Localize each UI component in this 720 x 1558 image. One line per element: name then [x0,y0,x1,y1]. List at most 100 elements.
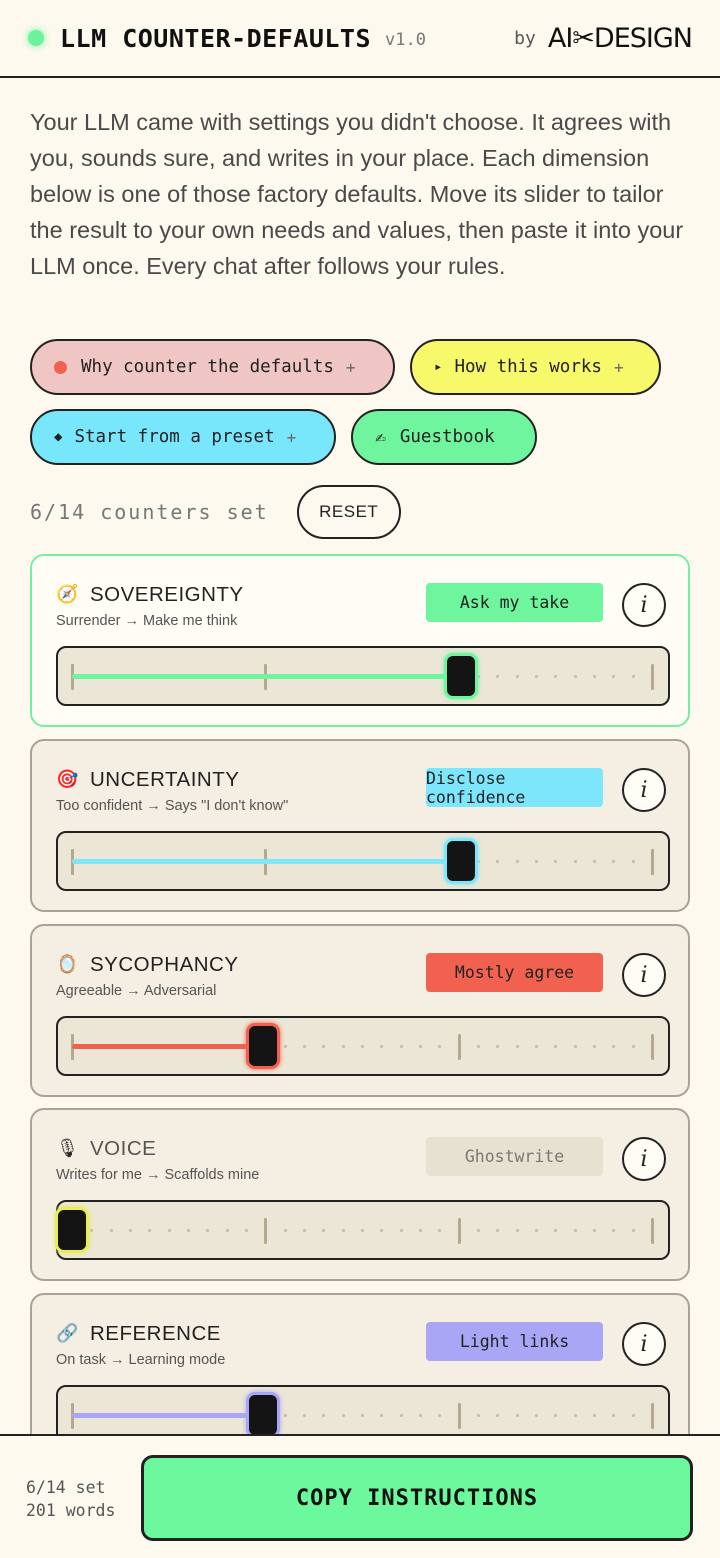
guestbook-button[interactable]: ✍ Guestbook [351,409,537,465]
start-from-preset-button[interactable]: ◆ Start from a preset + [30,409,336,465]
slider-tick [303,1229,306,1232]
counters-set-text: 6/14 counters set [30,500,269,524]
slider-tick [515,860,519,863]
reset-button[interactable]: RESET [296,485,401,539]
plus-icon: + [345,357,356,377]
slider-tick [593,1229,596,1232]
status-dot [28,30,44,46]
slider-fill [72,1413,264,1418]
preset-label: Start from a preset [74,427,275,447]
setting-label: Ghostwrite [426,1137,603,1176]
slider-tick [283,1414,287,1417]
slider-tick [477,860,480,863]
slider-tick [303,1414,306,1417]
brand-credit[interactable]: by AI✂DESIGN [514,22,693,54]
slider-tick [515,1045,519,1048]
slider-tick [612,675,616,678]
slider-tick [380,1045,384,1048]
slider-tick [631,1414,635,1417]
slider-tick [593,1414,596,1417]
slider-stop [457,1403,461,1429]
how-label: How this works [454,357,602,377]
card-title: UNCERTAINTY [90,768,240,791]
slider-thumb[interactable] [55,1207,89,1253]
slider-tick [496,675,500,678]
red-dot-icon [54,360,67,374]
slider-tick [129,1229,132,1232]
slider-thumb[interactable] [443,653,478,699]
slider-tick [283,1229,287,1232]
intro-text: Your LLM came with settings you didn't c… [30,109,684,279]
slider-track[interactable] [55,1200,670,1260]
card-uncertainty: 🎯 UNCERTAINTY Too confident → Says "I don'… [30,739,690,912]
slider-tick [477,1414,480,1417]
slider-tick [399,1045,403,1048]
card-title: SOVEREIGNTY [90,583,244,606]
brand-logo[interactable]: AI✂DESIGN [547,22,693,54]
slider-thumb[interactable] [443,838,478,884]
slider-thumb[interactable] [246,1392,281,1438]
bottom-bar: 6/14 set 201 words COPY INSTRUCTIONS [0,1434,720,1558]
summary-stats: 6/14 set 201 words [26,1476,115,1522]
card-subtitle: Too confident → Says "I don't know" [56,798,289,814]
slider-tick [535,1414,538,1417]
how-this-works-button[interactable]: ▸ How this works + [410,339,661,395]
slider-tick [206,1229,210,1232]
plus-icon: + [613,357,624,377]
info-icon[interactable]: i [622,953,666,997]
slider-track[interactable] [56,1016,670,1076]
slider-tick [477,1045,480,1048]
slider-tick [419,1414,422,1417]
slider-tick [322,1229,326,1232]
why-label: Why counter the defaults [81,357,334,377]
slider-tick [554,1414,558,1417]
card-subtitle: Surrender → Make me think [56,613,238,629]
slider-thumb[interactable] [246,1023,281,1069]
version-label: v1.0 [385,30,426,50]
slider-tick [225,1229,229,1232]
info-icon[interactable]: i [622,1322,666,1366]
card-title: REFERENCE [90,1322,221,1345]
slider-tick [612,1229,616,1232]
card-subtitle: Agreeable → Adversarial [56,983,217,999]
info-icon[interactable]: i [622,1137,666,1181]
slider-tick [535,1229,538,1232]
slider-tick [341,1414,345,1417]
setting-label: Disclose confidence [426,768,603,807]
plus-icon: + [286,427,297,447]
counters-row: 6/14 counters set RESET [30,485,401,539]
slider-tick [496,860,500,863]
slider-tick [515,1229,519,1232]
slider-tick [593,860,596,863]
slider-stop [651,849,654,875]
setting-label: Light links [426,1322,603,1361]
slider-tick [554,1045,558,1048]
slider-tick [477,675,480,678]
slider-tick [631,1229,635,1232]
why-counter-defaults-button[interactable]: Why counter the defaults + [30,339,395,395]
slider-track[interactable] [56,646,670,706]
slider-fill [72,859,461,864]
slider-tick [515,1414,519,1417]
slider-tick [535,1045,538,1048]
copy-instructions-button[interactable]: COPY INSTRUCTIONS [141,1455,693,1541]
slider-tick [283,1045,287,1048]
card-title: VOICE [90,1137,157,1160]
info-icon[interactable]: i [622,583,666,627]
link-icon: 🔗 [56,1323,79,1343]
slider-track[interactable] [56,831,670,891]
slider-tick [380,1229,384,1232]
target-icon: 🎯 [56,769,79,789]
slider-stop [457,1034,461,1060]
slider-fill [72,674,461,679]
card-subtitle: On task → Learning mode [56,1352,226,1368]
slider-tick [90,1229,94,1232]
slider-tick [573,860,577,863]
slider-tick [496,1229,500,1232]
slider-tick [535,675,538,678]
slider-stop [651,1403,654,1429]
slider-tick [167,1229,171,1232]
info-icon[interactable]: i [622,768,666,812]
app-title: LLM COUNTER-DEFAULTS [60,23,372,53]
